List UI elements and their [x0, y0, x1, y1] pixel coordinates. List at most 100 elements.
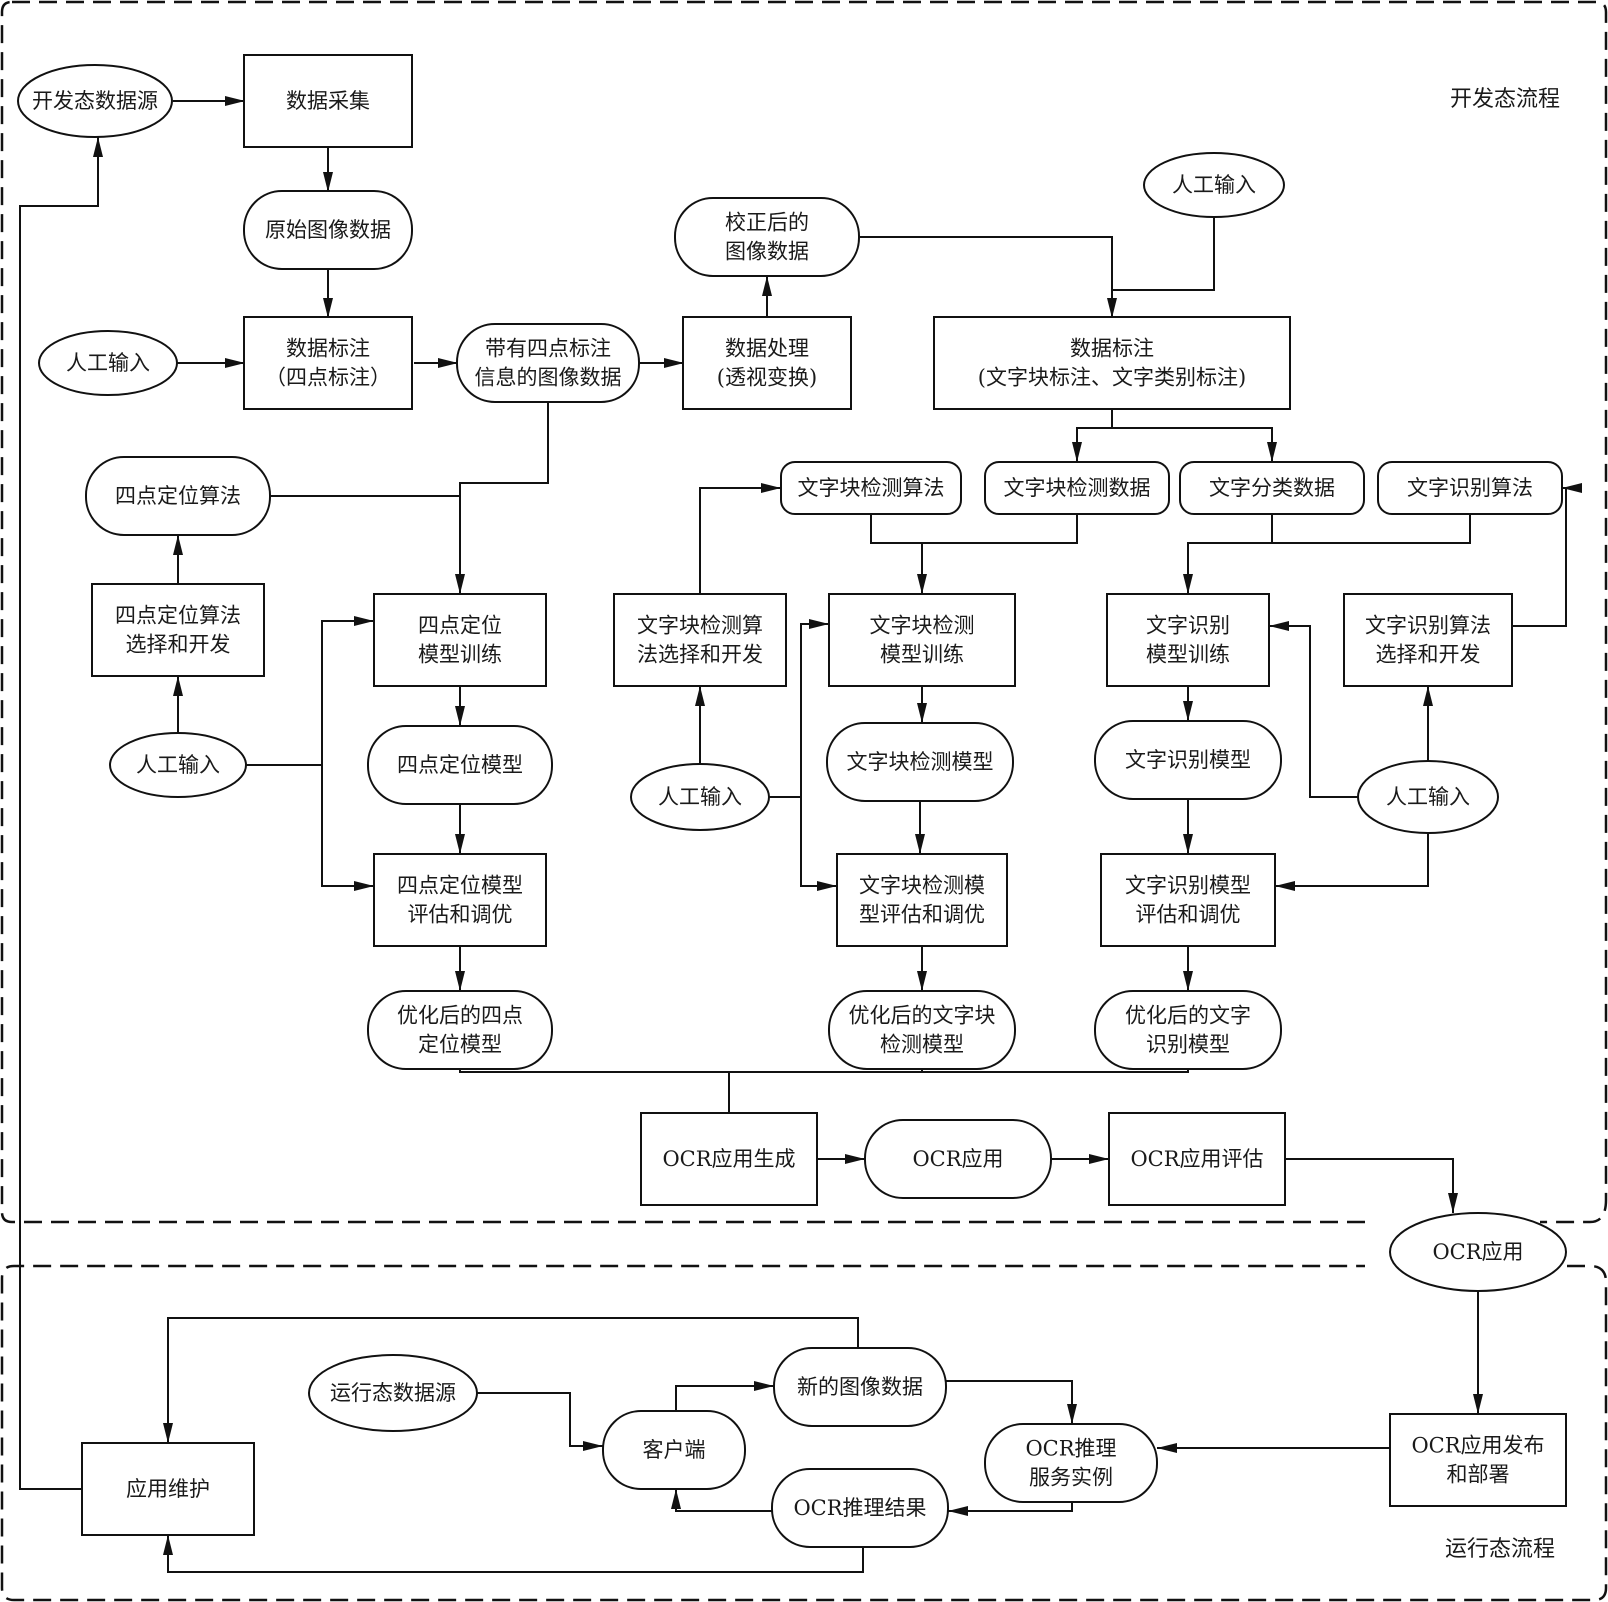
- node-label: 新的图像数据: [797, 1375, 923, 1399]
- node-shape-round: [864, 1119, 1052, 1199]
- node-shape-rect: [1389, 1413, 1567, 1507]
- node-label: 人工输入: [66, 351, 150, 375]
- node-ocr-gen: OCR应用生成: [640, 1112, 818, 1206]
- node-label: 和部署: [1447, 1463, 1510, 1487]
- node-label: 原始图像数据: [265, 218, 391, 242]
- node-label: OCR推理: [1025, 1437, 1116, 1461]
- node-ocr-app2: OCR应用: [1389, 1212, 1567, 1292]
- node-label: 四点定位模型: [397, 874, 523, 898]
- node-alg4: 四点定位算法: [85, 456, 271, 536]
- node-label: 选择和开发: [126, 633, 231, 657]
- region-label-run: 运行态流程: [1445, 1537, 1555, 1562]
- edge-label_text-to-det_data: [1072, 410, 1113, 462]
- edge-ocr_eval-to-ocr_app2: [1285, 1158, 1458, 1213]
- node-label: 文字识别算法: [1407, 476, 1533, 500]
- node-shape-rect: [91, 583, 265, 677]
- node-label: 优化后的四点: [397, 1004, 523, 1028]
- node-shape-rect: [373, 853, 547, 947]
- node-shape-rect: [640, 1112, 818, 1206]
- node-label: 检测模型: [880, 1033, 964, 1057]
- node-label: OCR应用: [1432, 1240, 1523, 1264]
- node-cls-data: 文字分类数据: [1179, 461, 1365, 515]
- node-label: 人工输入: [1172, 173, 1256, 197]
- node-label: 模型训练: [418, 643, 502, 667]
- node-label: 法选择和开发: [637, 643, 763, 667]
- edge-human4-to-det_train: [769, 619, 829, 798]
- edge-det_dev-to-det_alg: [699, 483, 781, 594]
- edge-human5-to-rec_train: [1269, 621, 1358, 798]
- node-shape-round: [1377, 461, 1563, 515]
- node-model4: 四点定位模型: [367, 725, 553, 805]
- edge-rec_alg-to-rec_train: [1272, 514, 1471, 544]
- node-shape-round: [1179, 461, 1365, 515]
- edge-human5-to-rec_eval: [1275, 833, 1429, 891]
- node-label: OCR应用生成: [662, 1147, 795, 1171]
- node-shape-round: [1094, 720, 1282, 800]
- node-label: 人工输入: [1386, 785, 1470, 809]
- node-label: 四点定位: [418, 614, 502, 638]
- node-shape-ellipse: [630, 763, 770, 831]
- edge-new_img-to-maintain: [163, 1317, 859, 1443]
- node-shape-rect: [81, 1442, 255, 1536]
- node-rec-model: 文字识别模型: [1094, 720, 1282, 800]
- node-label: 文字块检测算: [637, 614, 763, 638]
- node-shape-round: [367, 725, 553, 805]
- node-label: 四点定位模型: [397, 753, 523, 777]
- node-raw-img: 原始图像数据: [243, 190, 413, 270]
- node-label: 信息的图像数据: [475, 366, 622, 390]
- node-label: 模型训练: [880, 643, 964, 667]
- edge-human4-to-det_eval: [800, 797, 837, 891]
- node-shape-rect: [1106, 593, 1270, 687]
- node-shape-ellipse: [109, 732, 247, 798]
- node-shape-round: [85, 456, 271, 536]
- node-shape-rect: [933, 316, 1291, 410]
- node-label: 文字识别模型: [1125, 874, 1251, 898]
- edge-corr_img-to-label_text: [860, 236, 1117, 318]
- node-human2: 人工输入: [1143, 152, 1285, 218]
- node-label: 文字块检测算法: [798, 476, 945, 500]
- node-label: 人工输入: [658, 785, 742, 809]
- edge-ocr_result-to-client: [671, 1489, 772, 1512]
- node-label: 人工输入: [136, 753, 220, 777]
- node-label: 评估和调优: [1136, 903, 1241, 927]
- node-label: 数据标注: [286, 337, 370, 361]
- node-shape-round: [243, 190, 413, 270]
- node-collect: 数据采集: [243, 54, 413, 148]
- node-label: 开发态数据源: [32, 89, 158, 113]
- node-shape-rect: [836, 853, 1008, 947]
- node-label: 服务实例: [1029, 1466, 1113, 1490]
- node-shape-rect: [1100, 853, 1276, 947]
- edge-det_data-to-det_train: [871, 514, 1078, 544]
- node-shape-ellipse: [38, 330, 178, 396]
- node-label: 识别模型: [1146, 1033, 1230, 1057]
- node-label: 文字块检测模型: [847, 750, 994, 774]
- node-dev-src: 开发态数据源: [17, 64, 173, 138]
- node-det-model: 文字块检测模型: [826, 722, 1014, 802]
- node-run-src: 运行态数据源: [308, 1354, 478, 1432]
- node-det-data: 文字块检测数据: [984, 461, 1170, 515]
- node-shape-round: [602, 1410, 746, 1490]
- node-human5: 人工输入: [1357, 760, 1499, 834]
- node-shape-round: [1094, 990, 1282, 1070]
- node-shape-rect: [1343, 593, 1513, 687]
- region-label-dev: 开发态流程: [1450, 87, 1560, 112]
- edge-new_img-to-ocr_svc: [946, 1380, 1077, 1424]
- edges-layer: [19, 96, 1582, 1573]
- node-label: 文字块检测: [870, 614, 975, 638]
- node-label4: 数据标注（四点标注）: [243, 316, 413, 410]
- node-label: 客户端: [643, 1438, 706, 1462]
- edge-run_src-to-client: [477, 1392, 603, 1451]
- edge-human2-to-label_text: [1112, 217, 1215, 291]
